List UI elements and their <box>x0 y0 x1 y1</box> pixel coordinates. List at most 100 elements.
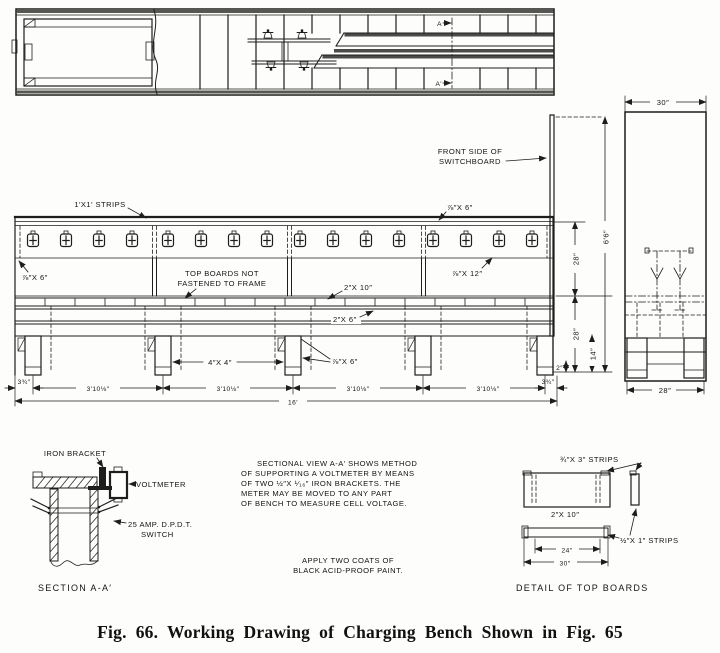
leg <box>24 335 42 376</box>
detail-corner-tab <box>522 470 532 476</box>
plan-bracket-post <box>281 41 289 62</box>
detail-side-strip <box>630 473 640 506</box>
label-2x6-leader <box>359 310 374 318</box>
note-line: SECTIONAL VIEW A-A′ SHOWS METHOD <box>257 459 417 468</box>
dim-span-3: 3′10⅛″ <box>347 386 370 393</box>
battery-cell-icon <box>194 230 208 248</box>
label-left-board: ⅞″X 6″ <box>22 273 48 282</box>
label-switch-1: 25 AMP. D.P.D.T. <box>128 520 192 529</box>
leg <box>414 335 432 376</box>
cleat-leaders <box>301 338 331 362</box>
battery-cell-icon <box>459 230 473 248</box>
dim-small: 2″ <box>556 365 563 372</box>
cell-row <box>26 230 539 248</box>
plan-board-mid-edge <box>334 49 554 53</box>
dim-end-left: 3¾″ <box>18 379 31 386</box>
note-line: METER MAY BE MOVED TO ANY PART <box>241 489 392 498</box>
label-switch-2: SWITCH <box>141 530 174 539</box>
detail-hidden-strips <box>531 474 601 506</box>
plan-corner-hatch <box>23 77 36 87</box>
label-strips-12x1: ½″X 1″ STRIPS <box>620 536 679 545</box>
dim-text-bg <box>279 396 307 406</box>
plan-hinge-tab <box>11 39 18 54</box>
battery-cell-icon <box>525 230 539 248</box>
strips-12x1-leader-left <box>607 533 620 540</box>
dim-text-bg <box>76 382 120 393</box>
leg-cleats <box>17 337 538 352</box>
battery-cell-icon <box>426 230 440 248</box>
paint-note-line: APPLY TWO COATS OF <box>302 556 394 565</box>
detail-view: ¾″X 3″ STRIPS 2″X 10″ ½″X 1″ STRIPS 24″ … <box>516 455 679 593</box>
dim-14: 14″ <box>589 348 598 361</box>
plan-bottom-edge <box>16 90 554 94</box>
label-back-board: ⅞″X 6″ <box>447 203 473 212</box>
detail-edge-block <box>521 525 529 539</box>
section-strip <box>88 486 112 490</box>
panel-dividers <box>152 257 426 297</box>
label-7-8x12-leader <box>481 257 493 269</box>
dim-span-2: 3′10⅛″ <box>217 386 240 393</box>
side-leg-right <box>683 337 705 379</box>
strips-34x3-leader-right <box>635 462 643 471</box>
dim-text-bg <box>569 320 581 348</box>
section-bench-top <box>32 476 98 489</box>
side-view: 30″ 28″ <box>624 95 707 395</box>
label-4x4: 4″X 4″ <box>208 358 232 367</box>
label-top-boards-1: TOP BOARDS NOT <box>185 269 259 278</box>
legs <box>17 335 554 376</box>
battery-cell-icon <box>125 230 139 248</box>
label-detail-2x10: 2″X 10″ <box>551 510 579 519</box>
section-marker-a: A <box>437 21 442 28</box>
front-elevation: FRONT SIDE OF SWITCHBOARD 1′X1′ STRIPS ⅞… <box>4 114 613 407</box>
height-dimensions: 28″ 28″ 14″ 6′6″ 2″ <box>552 116 613 373</box>
section-view: IRON BRACKET VOLTMETER 25 AMP. D.P.D.T. … <box>30 449 192 593</box>
section-end-block <box>32 471 43 478</box>
label-cleat: ⅞″X 6″ <box>332 357 358 366</box>
label-top-boards-2: FASTENED TO FRAME <box>178 279 267 288</box>
paint-note-line: BLACK ACID-PROOF PAINT. <box>293 566 403 575</box>
note-line: OF TWO ½″X ¹⁄₁₆″ IRON BRACKETS. THE <box>241 479 401 488</box>
label-strips-34x3: ¾″X 3″ STRIPS <box>560 455 619 464</box>
dim-span-4: 3′10⅛″ <box>477 386 500 393</box>
switch-pivot <box>47 511 51 515</box>
voltmeter-tab-top <box>113 466 123 473</box>
side-dim-bottom: 28″ <box>659 386 672 395</box>
top-boards-leader <box>184 288 197 299</box>
label-front-side-2: SWITCHBOARD <box>439 157 501 166</box>
leg <box>284 335 302 376</box>
label-iron-bracket: IRON BRACKET <box>44 449 106 458</box>
dim-text-bg <box>336 382 380 393</box>
plan-break-line <box>152 9 159 95</box>
side-hidden-verticals <box>636 302 684 339</box>
switch-pivot <box>97 505 101 509</box>
label-front-side-1: FRONT SIDE OF <box>438 147 502 156</box>
section-marker-a2: A' <box>435 81 442 88</box>
battery-cell-icon <box>326 230 340 248</box>
dim-span-1: 3′10⅛″ <box>87 386 110 393</box>
plan-top-edge <box>16 10 554 13</box>
rail-upper <box>14 308 554 322</box>
note-line: OF BENCH TO MEASURE CELL VOLTAGE. <box>241 499 407 508</box>
dim-text-bg <box>554 557 577 567</box>
battery-cell-icon <box>59 230 73 248</box>
dim-text-bg <box>330 355 362 366</box>
bolt-icon <box>298 61 310 72</box>
switch-bolts <box>49 507 99 514</box>
dim-end-right: 3¾″ <box>542 379 555 386</box>
dim-total: 16′ <box>288 400 298 407</box>
detail-board-edge <box>523 527 609 538</box>
dim-text-bg <box>586 342 598 366</box>
plan-left-panel <box>23 18 153 87</box>
battery-cell-icon <box>161 230 175 248</box>
notes: SECTIONAL VIEW A-A′ SHOWS METHOD OF SUPP… <box>241 459 417 575</box>
label-7-8x12: ⅞″X 12″ <box>452 269 482 278</box>
detail-board-face <box>523 472 611 508</box>
dim-text-bg <box>206 382 250 393</box>
label-2x10: 2″X 10″ <box>344 283 372 292</box>
plan-view: A A' <box>11 8 555 96</box>
section-caption: SECTION A-A′ <box>38 583 112 593</box>
detail-edge-block <box>603 525 611 539</box>
plan-board-1-edge <box>344 33 554 37</box>
side-leg-detail <box>626 363 705 371</box>
